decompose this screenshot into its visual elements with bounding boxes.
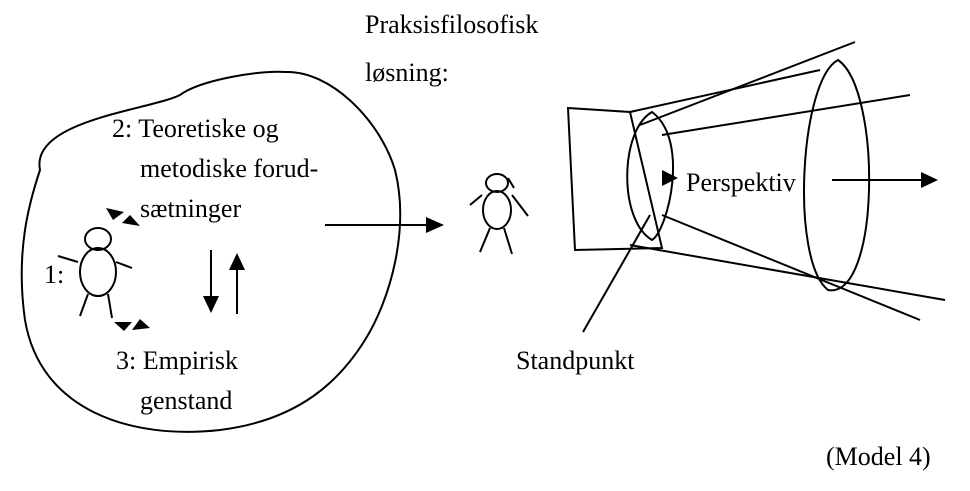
label-2-line-2: metodiske forud-: [140, 154, 319, 183]
label-2-line-1: 2: Teoretiske og: [112, 114, 279, 143]
heading-line-1: Praksisfilosofisk: [365, 10, 539, 39]
perspective-pointer: [662, 170, 678, 186]
model-caption: (Model 4): [826, 442, 931, 471]
perspective-cone: [566, 41, 946, 333]
label-1: 1:: [44, 260, 65, 289]
stick-figure-inside: [57, 227, 133, 319]
label-3-line-1: 3: Empirisk: [116, 346, 239, 375]
double-arrow-upper: [106, 208, 140, 226]
label-2-line-3: sætninger: [140, 194, 242, 223]
cloud-outline: [20, 70, 402, 433]
stick-figure-middle: [469, 173, 529, 255]
double-arrow-lower: [114, 319, 150, 331]
label-3-line-2: genstand: [140, 386, 233, 415]
standpoint-label: Standpunkt: [516, 346, 635, 375]
heading-line-2: løsning:: [365, 58, 449, 87]
perspective-label: Perspektiv: [686, 168, 796, 197]
